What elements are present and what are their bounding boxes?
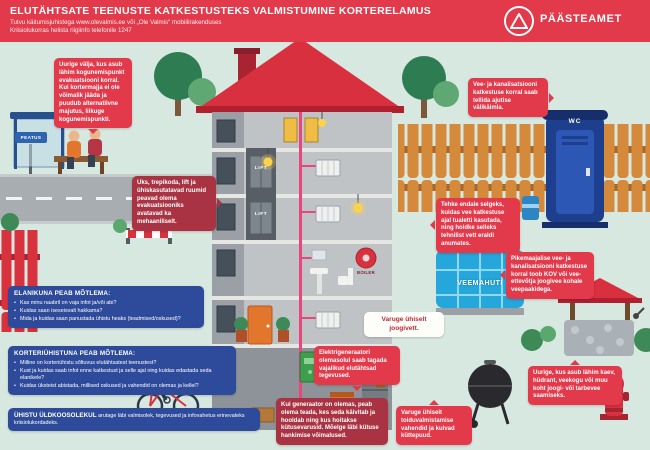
info-box-association: KORTERIÜHISTUNA PEAB MÕTLEMA: Milline on… [8,346,236,396]
boiler [355,247,377,269]
header-subtitle-1: Tutvu käitumisjuhistega www.olevalmis.ee… [10,18,222,26]
callout-long-outage: Pikemaajalise vee- ja kanalisatsiooni ka… [500,252,594,299]
portable-toilet [542,110,608,228]
info-box-meeting-text: arutage läbi valmisolek, tegevused ja in… [14,413,245,427]
roof [196,38,404,110]
radiator [315,311,341,329]
wc-label: WC [568,118,582,125]
list-item: Milline on korteriühistu sõltuvus elutäh… [14,360,230,367]
list-item: Kas minu naabril on vaja infot ja/või ab… [14,300,198,307]
bus-stop [10,112,108,174]
barrier [126,228,172,244]
radiator [315,205,341,223]
heating-pipe [299,112,316,424]
info-box-general-meeting: ÜHISTU ÜLDKOOSOLEKUL arutage läbi valmis… [8,408,260,432]
page-title: ELUTÄHTSATE TEENUSTE KATKESTUSTEKS VALMI… [10,5,432,17]
header-subtitle-2: Kriisiolukorras helista riigiinfo telefo… [10,27,132,34]
callout-firewood: Varuge ühiselt toiduvalmistamise vahendi… [396,399,472,446]
bathroom [310,249,353,294]
callout-nearest-well: Uurige, kus asub lähim kaev, hüdrant, ve… [528,359,622,406]
brand-name: PÄÄSTEAMET [540,13,622,25]
callout-stairwell: Uks, trepikoda, lift ja ühiskasutatavad … [132,176,222,231]
bus-stop-sign: PEATUS [15,132,47,143]
callout-temporary-toilet: Tehke endale selgeks, kuidas vee katkest… [430,198,520,253]
windows [216,119,236,333]
ceiling-lamp [260,112,366,216]
person-sitting [67,130,81,169]
callout-meeting-point: Uurige välja, kus asub lähim kogunemispu… [54,58,132,135]
grill [468,360,512,428]
tree-right [402,56,459,118]
potted-plant [234,317,290,342]
attic-windows-lit [283,117,319,143]
header-banner: ELUTÄHTSATE TEENUSTE KATKESTUSTEKS VALMI… [0,0,650,42]
info-box-meeting-lead: ÜHISTU ÜLDKOOSOLEKUL [14,412,97,419]
callout-generator-fuel: Kui generaator on olemas, peab olema tea… [276,398,388,445]
bench [54,156,108,162]
radiator [315,159,341,177]
water-tank [436,242,524,315]
lift-label: LIFT [254,212,268,217]
boiler-label: BOILER [356,270,376,275]
entrance-door [247,305,273,345]
list-item: Kust ja kuidas saab infot enne katkestus… [14,368,230,382]
info-box-resident: ELANIKUNA PEAB MÕTLEMA: Kas minu naabril… [8,286,204,329]
water-tank-label: VEEMAHUTI [457,280,503,287]
lift-label: LIFT [254,166,268,171]
list-item: Kuidas saan iseseisvalt hakkama? [14,308,198,315]
bushes [1,213,650,352]
info-box-resident-title: ELANIKUNA PEAB MÕTLEMA: [14,290,111,297]
callout-store-water: Varuge ühiselt joogivett. [364,312,444,338]
list-item: Kuidas üksteist abistada, millised oskus… [14,383,230,390]
paasteamet-logo-icon [504,6,534,36]
barrel [522,196,539,220]
list-item: Mida ja kuidas saan panustada ühistu hea… [14,316,198,323]
callout-outdoor-toilet: Vee- ja kanalisatsiooni katkestuse korra… [468,78,554,118]
info-box-association-title: KORTERIÜHISTUNA PEAB MÕTLEMA: [14,350,136,357]
callout-generator-power: Elektrigeneraatori olemasolul saab tagad… [314,346,400,392]
tree-left [154,52,216,116]
